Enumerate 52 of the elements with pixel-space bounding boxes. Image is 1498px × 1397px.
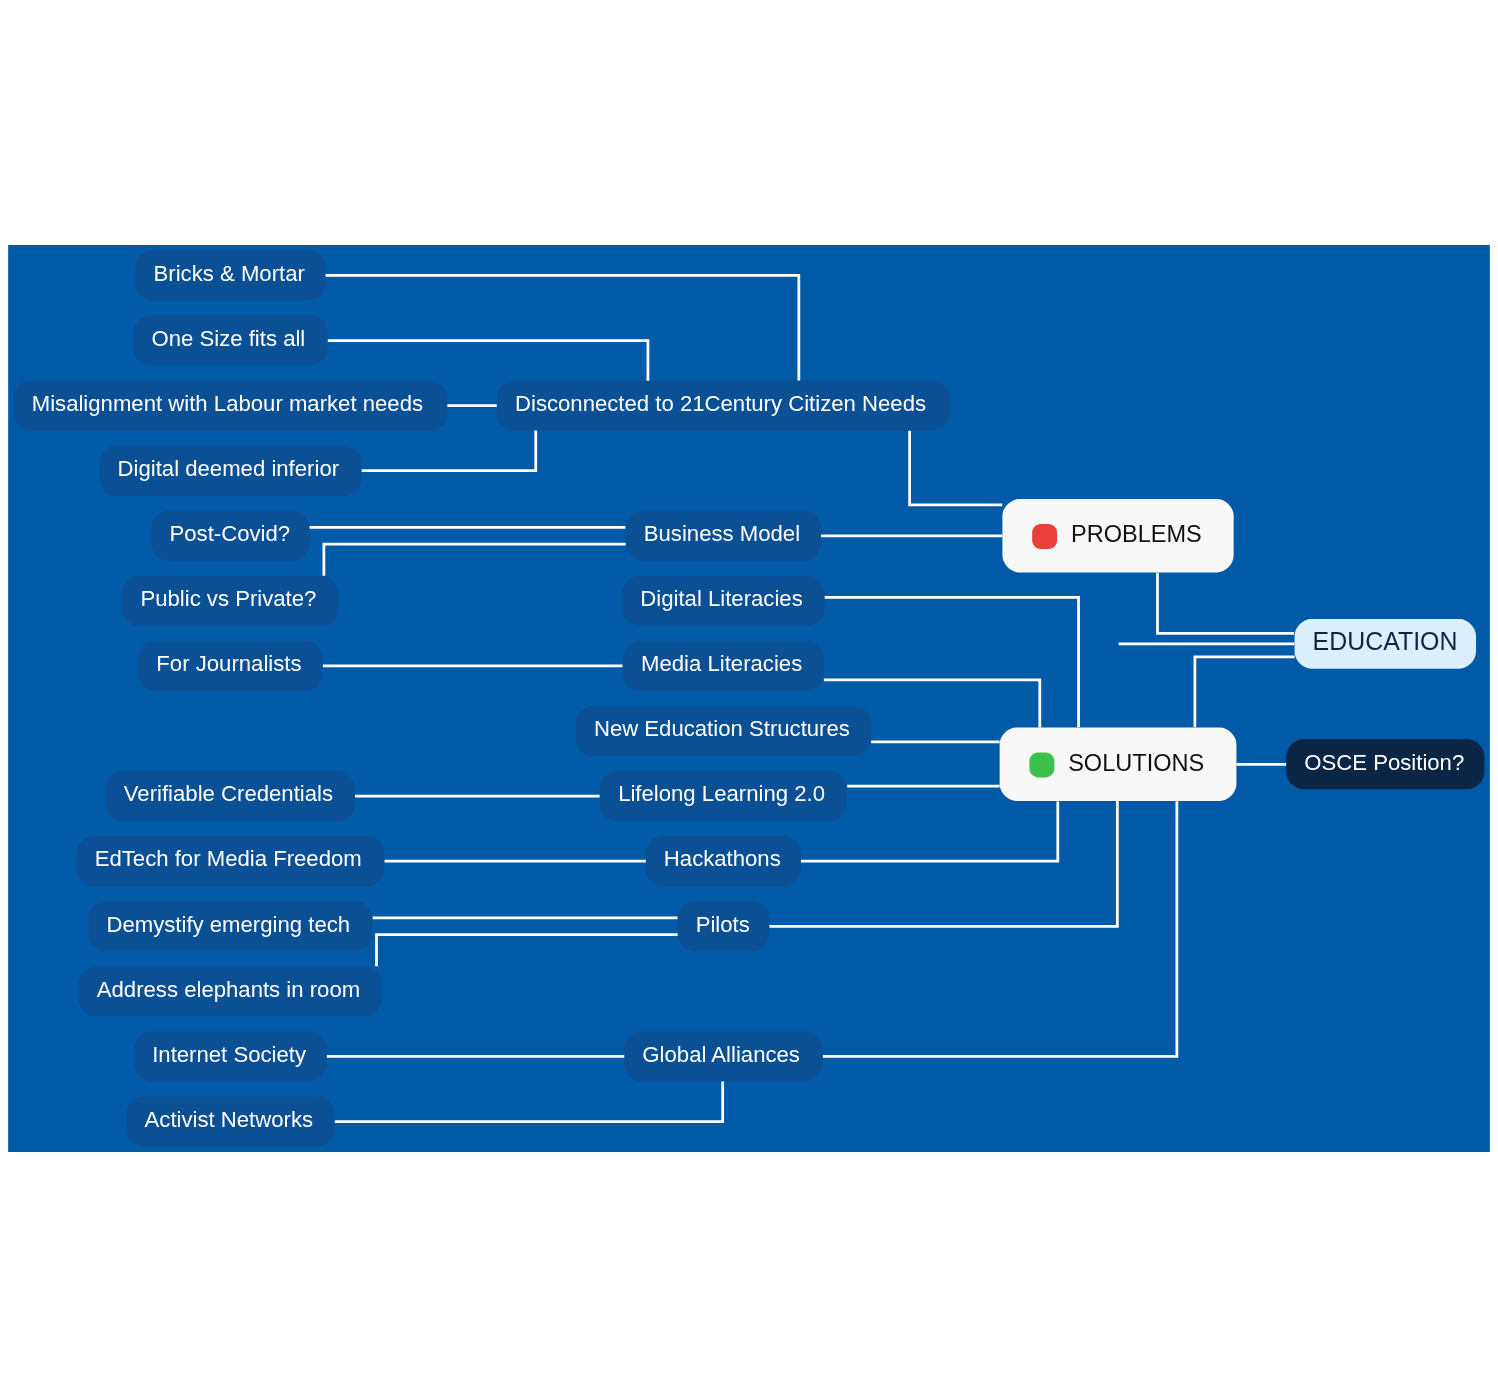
connector: [821, 534, 1003, 538]
connector: [384, 859, 646, 863]
connector: [327, 339, 650, 381]
connector: [325, 274, 801, 381]
node-box: Misalignment with Labour market needs: [13, 380, 448, 431]
connector: [769, 801, 1119, 928]
node-box: EdTech for Media Freedom: [76, 836, 385, 887]
connector: [355, 794, 600, 798]
node-box: Post-Covid?: [151, 510, 310, 561]
node-box: SOLUTIONS: [999, 727, 1237, 801]
connector: [375, 933, 678, 967]
connector: [823, 678, 1042, 728]
node-box: EDUCATION: [1294, 618, 1476, 669]
connector: [447, 404, 497, 407]
node-box: OSCE Position?: [1286, 739, 1485, 790]
node-box: Bricks & Mortar: [135, 250, 326, 301]
node-box: Disconnected to 21Century Citizen Needs: [497, 380, 950, 431]
connector: [800, 801, 1060, 863]
node-box: One Size fits all: [133, 315, 328, 366]
node-box: For Journalists: [138, 641, 323, 691]
node-box: Verifiable Credentials: [105, 771, 356, 822]
connector: [322, 542, 626, 576]
connector: [1156, 572, 1294, 635]
connector: [871, 740, 1000, 744]
connector: [361, 430, 538, 473]
node-box: Public vs Private?: [122, 575, 339, 626]
node-box: Internet Society: [134, 1031, 327, 1082]
connector: [847, 784, 1000, 788]
connector: [326, 1055, 625, 1058]
connector: [372, 916, 678, 920]
node-box: Global Alliances: [624, 1031, 823, 1082]
connector: [1193, 655, 1295, 728]
connector: [1118, 642, 1295, 646]
node-box: Demystify emerging tech: [88, 901, 373, 952]
node-box: Activist Networks: [126, 1096, 335, 1147]
node-box: Lifelong Learning 2.0: [600, 771, 847, 822]
connector: [322, 664, 623, 668]
connector: [309, 526, 626, 529]
node-box: Address elephants in room: [78, 966, 383, 1017]
node-box: Digital deemed inferior: [99, 445, 362, 496]
connector: [824, 596, 1080, 728]
connector: [908, 430, 1003, 507]
node-box: Media Literacies: [623, 641, 824, 691]
node-box: PROBLEMS: [1002, 499, 1234, 573]
node-box: Digital Literacies: [622, 575, 825, 626]
connector: [1236, 762, 1287, 766]
node-box: Pilots: [677, 901, 770, 952]
connector: [822, 801, 1179, 1058]
node-box: New Education Structures: [575, 706, 871, 756]
node-box: Hackathons: [645, 836, 801, 887]
connector: [334, 1081, 725, 1123]
node-box: Business Model: [625, 510, 821, 561]
